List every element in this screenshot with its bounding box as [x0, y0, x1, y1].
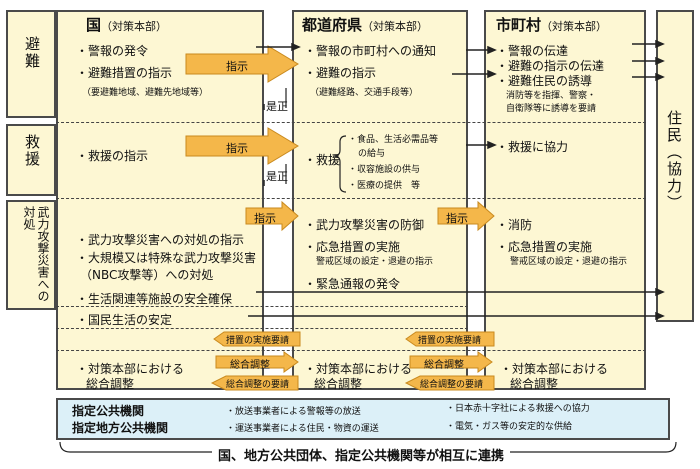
column-todofuken — [292, 10, 468, 390]
header-todofuken-title: 都道府県 — [302, 16, 363, 34]
divider-2 — [56, 198, 646, 199]
label-shiji-taisho-1: 指示 — [254, 212, 276, 225]
side-label-hinan: 避難 — [6, 10, 56, 118]
shichoson-hinan-1: ・警報の伝達 — [496, 44, 569, 58]
todofuken-kyuen-item-1: ・食品、生活必需品等 — [348, 135, 439, 145]
label-sochi-2: 措置の実施要請 — [418, 336, 482, 346]
todofuken-hinan-2: ・避難の指示 — [304, 66, 377, 80]
shitei-item-2: ・運送事業者による住民・物資の運送 — [226, 424, 379, 434]
divider-3 — [56, 306, 468, 307]
residents-label: 住民（協力） — [665, 110, 683, 212]
label-zesei-1: 是正 — [266, 100, 288, 113]
shichoson-hinan-sub-1: 消防等を指揮、警察・ — [506, 91, 597, 101]
todofuken-taisho-1: ・武力攻撃災害の防御 — [304, 218, 425, 232]
header-shichoson-sub: （対策本部） — [541, 20, 608, 33]
kuni-hinan-2: ・避難措置の指示 — [76, 66, 173, 80]
label-sogo-yousei-2: 総合調整の要請 — [420, 380, 484, 390]
shichoson-kyuen: ・救援に協力 — [496, 140, 569, 154]
header-kuni-sub: （対策本部） — [101, 20, 168, 33]
kuni-taisho-1: ・武力攻撃災害への対処の指示 — [76, 233, 245, 247]
kuni-taisho-5: ・国民生活の安定 — [76, 313, 173, 327]
header-todofuken: 都道府県（対策本部） — [302, 14, 428, 35]
kuni-taisho-4: ・生活関連等施設の安全確保 — [76, 292, 233, 306]
shitei-label-2: 指定地方公共機関 — [72, 421, 169, 435]
shichoson-taisho-sub: 警戒区域の設定・退避の指示 — [510, 257, 628, 267]
column-shichoson — [484, 10, 646, 390]
shichoson-taisho-1: ・消防 — [496, 218, 533, 232]
todofuken-taisho-2: ・応急措置の実施 — [304, 240, 401, 254]
shichoson-chosei-1: ・対策本部における — [500, 362, 609, 376]
label-shiji-hinan: 指示 — [226, 60, 248, 73]
todofuken-kyuen: ・救援 — [304, 153, 341, 167]
todofuken-kyuen-item-3: ・収容施設の供与 — [348, 165, 421, 175]
side-label-taisho-text: 武力攻撃災害への対処 — [22, 206, 50, 302]
label-shiji-taisho-2: 指示 — [446, 212, 468, 225]
header-shichoson: 市町村（対策本部） — [496, 14, 607, 35]
kuni-taisho-3: （NBC攻撃等）への対処 — [80, 268, 214, 282]
side-label-hinan-text: 避難 — [23, 36, 41, 70]
kuni-taisho-2: ・大規模又は特殊な武力攻撃災害 — [76, 251, 257, 265]
shitei-item-1: ・放送事業者による警報等の放送 — [226, 407, 361, 417]
todofuken-chosei-2: 総合調整 — [314, 377, 363, 391]
todofuken-kyuen-item-2: の給与 — [358, 149, 386, 159]
todofuken-hinan-sub: （避難経路、交通手段等） — [310, 88, 419, 98]
shitei-item-3: ・日本赤十字社による救援への協力 — [446, 404, 590, 414]
header-shichoson-title: 市町村 — [496, 16, 542, 34]
kuni-hinan-sub: （要避難地域、避難先地域等） — [82, 88, 209, 98]
side-label-kyuen: 救援 — [6, 124, 56, 196]
shichoson-hinan-2: ・避難の指示の伝達 — [496, 59, 605, 73]
shitei-label-1: 指定公共機関 — [72, 404, 145, 418]
shitei-box — [56, 398, 670, 440]
shichoson-hinan-3: ・避難住民の誘導 — [496, 74, 593, 88]
header-kuni: 国（対策本部） — [86, 14, 167, 35]
side-label-kyuen-text: 救援 — [23, 134, 41, 168]
todofuken-hinan-1: ・警報の市町村への通知 — [304, 44, 437, 58]
kuni-kyuen: ・救援の指示 — [76, 149, 149, 163]
divider-4 — [56, 328, 468, 329]
label-zesei-2: 是正 — [266, 170, 288, 183]
shichoson-taisho-2: ・応急措置の実施 — [496, 240, 593, 254]
divider-5 — [56, 350, 646, 351]
shichoson-hinan-sub-2: 自衛隊等に誘導を要請 — [506, 104, 597, 114]
label-sogo-2: 総合調整 — [424, 360, 464, 371]
todofuken-taisho-sub: 警戒区域の設定・退避の指示 — [316, 257, 434, 267]
shitei-item-4: ・電気・ガス等の安定的な供給 — [446, 422, 573, 432]
kuni-chosei-1: ・対策本部における — [76, 362, 185, 376]
label-shiji-kyuen: 指示 — [226, 142, 248, 155]
header-kuni-title: 国 — [86, 16, 102, 34]
label-sochi-1: 措置の実施要請 — [226, 336, 290, 346]
todofuken-kyuen-item-4: ・医療の提供 等 — [348, 181, 421, 191]
todofuken-chosei-1: ・対策本部における — [304, 362, 413, 376]
side-label-taisho: 武力攻撃災害への対処 — [6, 200, 56, 310]
label-sogo-1: 総合調整 — [230, 360, 270, 371]
shichoson-chosei-2: 総合調整 — [510, 377, 559, 391]
divider-1 — [56, 122, 646, 123]
footer-text: 国、地方公共団体、指定公共機関等が相互に連携 — [212, 449, 511, 464]
label-sogo-yousei-1: 総合調整の要請 — [226, 380, 290, 390]
kuni-hinan-1: ・警報の発令 — [76, 44, 149, 58]
kuni-chosei-2: 総合調整 — [86, 377, 135, 391]
header-todofuken-sub: （対策本部） — [362, 20, 429, 33]
todofuken-taisho-3: ・緊急通報の発令 — [304, 277, 401, 291]
